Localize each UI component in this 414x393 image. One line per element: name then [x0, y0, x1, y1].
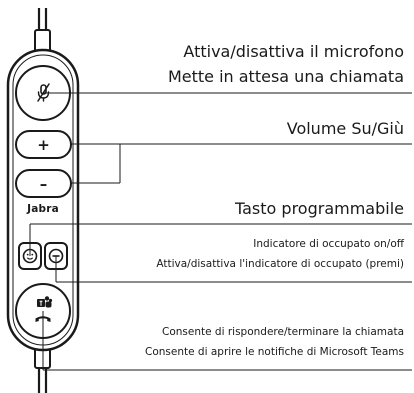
label-busy-line2: Attiva/disattiva l'indicatore di occupat…: [156, 258, 404, 270]
cable-top-connector: [34, 29, 51, 53]
microsoft-teams-icon: [37, 296, 53, 308]
phone-handset-icon: [35, 316, 51, 322]
volume-up-symbol: +: [37, 136, 50, 154]
label-mute-line1: Attiva/disattiva il microfono: [183, 42, 404, 61]
label-programmable: Tasto programmabile: [235, 199, 404, 218]
cable-top: [37, 8, 48, 30]
brand-logo: Jabra: [27, 203, 59, 215]
callout-lines: [29, 92, 412, 371]
label-mute-line2: Mette in attesa una chiamata: [167, 67, 404, 86]
volume-down-symbol: –: [40, 175, 48, 193]
label-teams-line2: Consente di aprire le notifiche di Micro…: [145, 346, 404, 358]
label-busy-line1: Indicatore di occupato on/off: [253, 238, 404, 250]
label-teams-line1: Consente di rispondere/terminare la chia…: [162, 326, 404, 338]
cable-bottom: [37, 368, 48, 393]
label-volume: Volume Su/Giù: [286, 119, 404, 138]
